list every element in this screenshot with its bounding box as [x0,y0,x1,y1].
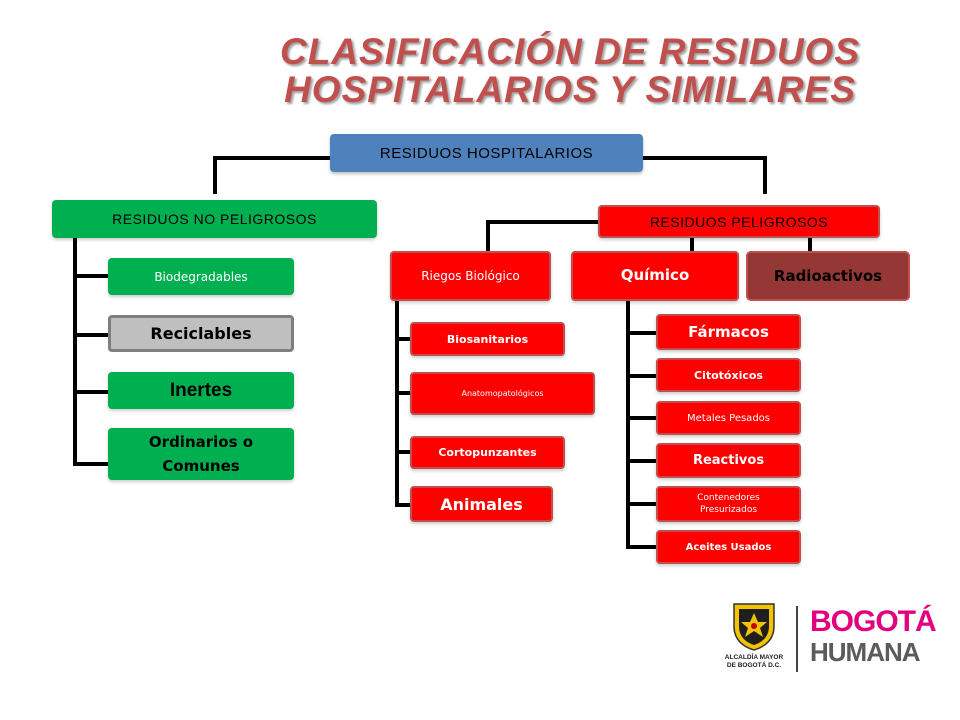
bogota-humana-logo: ALCALDÍA MAYOR DE BOGOTÁ D.C. BOGOTÁ HUM… [712,598,942,678]
node-anatomopatologicos: Anatomopatológicos [410,372,595,415]
node-farmacos: Fármacos [656,314,801,350]
node-riesgo-biologico: Riegos Biológico [390,251,551,301]
node-aceites-usados: Aceites Usados [656,530,801,564]
coat-of-arms-icon [733,603,775,651]
node-reciclables: Reciclables [108,315,294,352]
node-residuos-no-peligrosos: RESIDUOS NO PELIGROSOS [52,200,377,238]
node-citotoxicos: Citotóxicos [656,358,801,392]
node-quimico: Químico [571,251,739,301]
connector-root-right [641,156,767,194]
node-inertes: Inertes [108,372,294,409]
connector-p-left [486,220,600,252]
node-biodegradables: Biodegradables [108,258,294,295]
node-residuos-peligrosos: RESIDUOS PELIGROSOS [598,205,880,238]
node-cortopunzantes: Cortopunzantes [410,436,565,469]
alcaldia-line-1: ALCALDÍA MAYOR [724,654,784,661]
alcaldia-text: ALCALDÍA MAYOR DE BOGOTÁ D.C. [712,654,796,670]
node-biosanitarios: Biosanitarios [410,322,565,356]
title-line-1: CLASIFICACIÓN DE RESIDUOS [279,31,861,72]
humana-wordmark: HUMANA [810,637,921,667]
node-animales: Animales [410,486,553,522]
node-metales-pesados: Metales Pesados [656,401,801,435]
title-line-2: HOSPITALARIOS Y SIMILARES [284,69,856,110]
node-ordinarios-comunes: Ordinarios o Comunes [108,428,294,480]
alcaldia-line-2: DE BOGOTÁ D.C. [726,662,782,669]
node-residuos-hospitalarios: RESIDUOS HOSPITALARIOS [330,134,643,172]
node-reactivos: Reactivos [656,443,801,478]
connector-root-left [213,156,332,194]
node-contenedores-presurizados: Contenedores Presurizados [656,486,801,522]
node-radioactivos: Radioactivos [746,251,910,301]
bogota-wordmark: BOGOTÁ [810,605,937,638]
logo-divider [796,606,798,672]
